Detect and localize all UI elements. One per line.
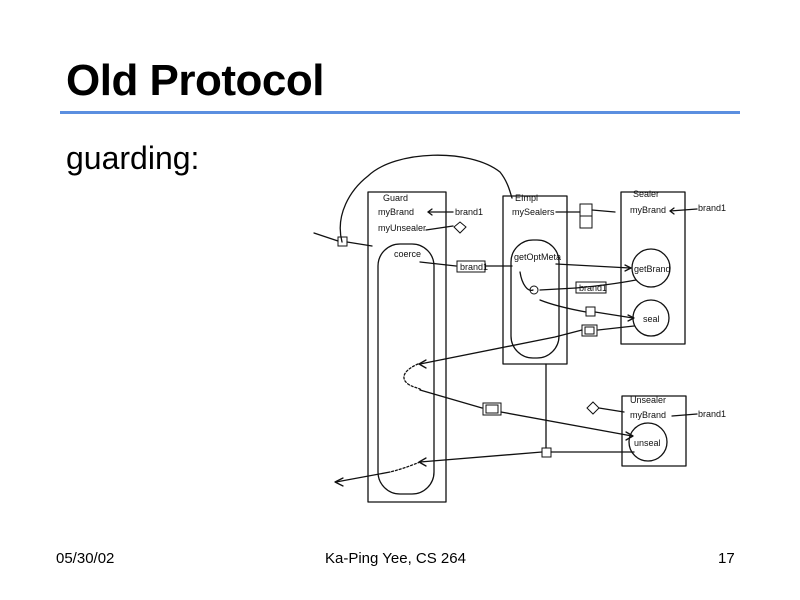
footer-page-number: 17 [718,550,735,567]
result-token [541,447,552,458]
unsealer-ref-diamond [453,221,467,234]
sealer-method-getbrand: getBrand [634,264,671,274]
brand-token-2-label: brand1 [579,283,607,293]
eimpl-label: EImpl [515,193,538,203]
incoming-arrow [313,232,339,242]
outgoing-arrow [335,471,391,483]
guard-field-myunsealer: myUnsealer [378,223,426,233]
return-result-arrow [419,451,543,463]
slide-subtitle: guarding: [66,140,200,176]
sealers-list-cell [579,203,593,217]
sealer-method-seal: seal [643,314,660,324]
guard-field-mybrand: myBrand [378,207,414,217]
sealed-box-token-2 [482,402,502,416]
loop-arc [339,154,513,243]
seal-arg-token [585,306,596,317]
unsealer-method-unseal: unseal [634,438,661,448]
eimpl-method-capsule [510,239,560,359]
guard-label: Guard [383,193,408,203]
compare-node [529,285,539,295]
unsealer-entry-diamond [586,401,600,415]
unsealer-unseal-circle [628,422,668,462]
eimpl-field-mysealers: mySealers [512,207,555,217]
footer-author: Ka-Ping Yee, CS 264 [325,550,466,567]
guard-method-coerce: coerce [394,249,421,259]
slide-title: Old Protocol [66,56,325,105]
sealer-field-mybrand: myBrand [630,205,666,215]
eimpl-method-getoptmeta: getOptMeta [514,252,561,262]
unsealer-field-mybrand: myBrand [630,410,666,420]
sealer-label: Sealer [633,189,659,199]
guard-method-capsule [377,243,435,495]
unsealer-box [621,395,687,467]
unsealer-brand-label: brand1 [698,409,726,419]
title-divider [60,111,740,114]
guard-brand-label: brand1 [455,207,483,217]
sealer-getbrand-circle [631,248,671,288]
call-unseal-arrow [500,411,633,437]
call-getbrand-arrow [555,263,631,269]
unsealer-label: Unsealer [630,395,666,405]
brand-token-1-label: brand1 [460,262,488,272]
sealer-brand-label: brand1 [698,203,726,213]
eimpl-box [502,195,568,365]
footer-date: 05/30/02 [56,550,115,567]
guard-box [367,191,447,503]
return-sealed-arrow [419,329,583,365]
